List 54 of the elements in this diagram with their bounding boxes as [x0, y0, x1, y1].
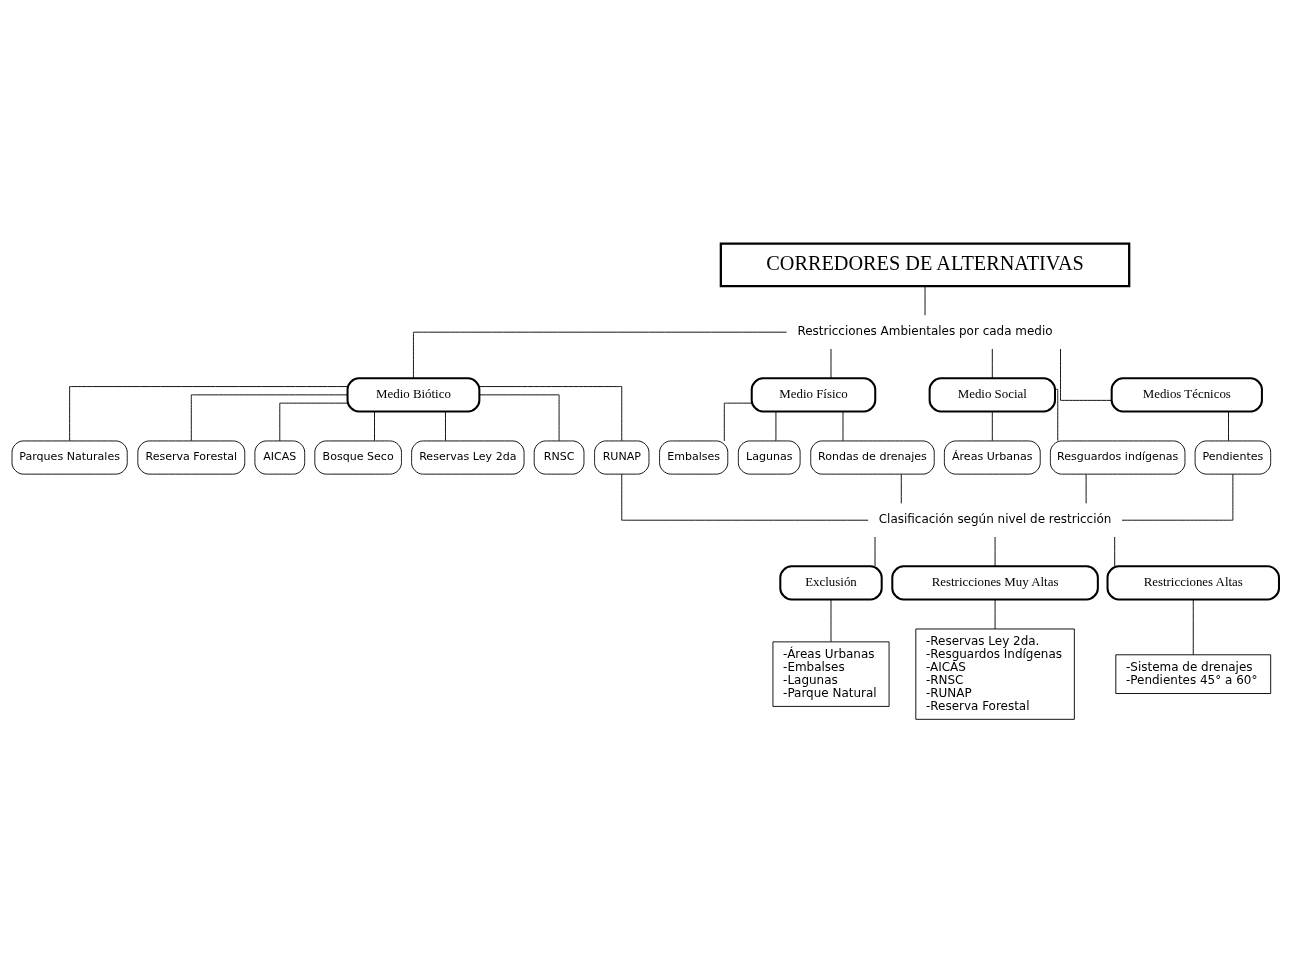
connector	[991, 410, 993, 441]
connector	[830, 598, 832, 642]
connector	[69, 385, 348, 441]
connector	[994, 536, 996, 566]
node-box: Lagunas	[737, 440, 801, 475]
connector	[479, 393, 560, 441]
connector	[1085, 473, 1087, 504]
connector	[1121, 473, 1234, 521]
node-box: -Reservas Ley 2da. -Resguardos Indígenas -AICAS -RNSC -RUNAP -Reserva Forestal	[915, 628, 1075, 720]
connector	[445, 410, 446, 441]
connector	[190, 393, 348, 441]
node-box: Bosque Seco	[314, 440, 402, 475]
node-box: Áreas Urbanas	[943, 440, 1041, 475]
connector	[1228, 410, 1229, 441]
node-box: Pendientes	[1194, 440, 1272, 475]
connector	[842, 410, 844, 441]
connector	[924, 285, 926, 316]
node-box: CORREDORES DE ALTERNATIVAS	[719, 242, 1131, 287]
connector	[1114, 536, 1116, 566]
connector	[1060, 348, 1112, 401]
node-box: Medio Social	[928, 376, 1056, 412]
node-text: Clasificación según nivel de restricción	[878, 511, 1112, 526]
connector	[621, 473, 869, 521]
node-box: Medios Técnicos	[1110, 376, 1263, 412]
node-box: AICAS	[254, 440, 306, 475]
connector	[1192, 598, 1194, 655]
connector	[723, 402, 752, 441]
node-box: Reservas Ley 2da	[411, 440, 525, 475]
node-box: -Áreas Urbanas -Embalses -Lagunas -Parque Natural	[772, 640, 890, 707]
connector	[830, 348, 832, 378]
node-box: Parques Naturales	[11, 440, 128, 475]
node-box: Rondas de drenajes	[810, 440, 935, 475]
connector	[478, 385, 623, 441]
node-box: Restricciones Altas	[1106, 564, 1280, 600]
connector	[1054, 388, 1059, 441]
connector	[413, 331, 788, 378]
node-text: Restricciones Ambientales por cada medio	[797, 323, 1053, 338]
node-box: Exclusión	[779, 564, 883, 600]
node-box: -Sistema de drenajes -Pendientes 45° a 60°	[1115, 653, 1272, 694]
node-box: Reserva Forestal	[137, 440, 246, 475]
connector	[900, 473, 902, 504]
node-box: Embalses	[659, 440, 729, 475]
connector	[279, 402, 348, 441]
connector	[374, 410, 375, 441]
node-box: RUNAP	[594, 440, 650, 475]
connector	[994, 598, 996, 629]
node-box: Medio Biótico	[346, 376, 481, 412]
connector	[775, 410, 777, 441]
node-box: Medio Físico	[750, 376, 877, 412]
connector	[874, 536, 876, 566]
node-box: Restricciones Muy Altas	[891, 564, 1099, 600]
node-box: Resguardos indígenas	[1049, 440, 1186, 475]
node-box: RNSC	[533, 440, 585, 475]
connector	[991, 348, 993, 378]
